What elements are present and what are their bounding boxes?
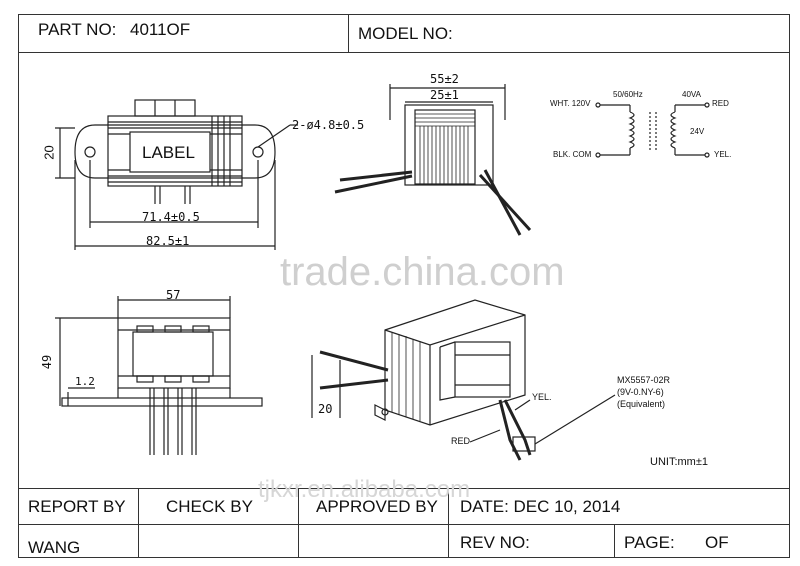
page-label: PAGE: xyxy=(624,533,675,552)
watermark-center: trade.china.com xyxy=(280,250,565,294)
schem-frequency: 50/60Hz xyxy=(613,90,643,99)
front-dim-height: 49 xyxy=(40,354,55,370)
secondary-coil xyxy=(670,111,677,149)
model-no-label: MODEL NO: xyxy=(358,24,453,43)
footer-col-3 xyxy=(448,488,449,558)
front-dim-width: 57 xyxy=(166,288,181,302)
date-label: DATE: DEC 10, 2014 xyxy=(460,497,621,516)
footer-col-4 xyxy=(614,524,615,558)
iso-view xyxy=(311,299,616,461)
iso-label-block xyxy=(454,341,511,398)
mount-hole-left xyxy=(84,146,96,158)
front-view xyxy=(55,296,263,455)
top-dim-inner: 71.4±0.5 xyxy=(142,210,200,224)
schem-primary-top: WHT. 120V xyxy=(550,99,591,108)
footer-col-2 xyxy=(298,488,299,558)
report-by-value: WANG xyxy=(28,538,81,557)
schem-secondary-top: RED xyxy=(712,99,729,108)
connector-line3: (Equivalent) xyxy=(617,399,666,409)
report-by-label: REPORT BY xyxy=(28,497,126,516)
iso-wire-yel: YEL. xyxy=(532,392,552,402)
footer-col-1 xyxy=(138,488,139,558)
iso-wire-red: RED xyxy=(451,436,471,446)
label-box xyxy=(129,131,211,173)
side-dim-outer: 55±2 xyxy=(430,72,459,86)
check-by-label: CHECK BY xyxy=(166,497,253,516)
page-of-label: OF xyxy=(705,533,729,552)
rev-no-label: REV NO: xyxy=(460,533,530,552)
hole-leader xyxy=(257,124,291,148)
schem-secondary-voltage: 24V xyxy=(690,127,705,136)
watermark-bottom: tjkxr.en.alibaba.com xyxy=(258,476,471,503)
footer-mid-line xyxy=(18,524,790,525)
schem-secondary-bottom: YEL. xyxy=(714,150,732,159)
side-view xyxy=(334,84,532,236)
part-no-label: PART NO: xyxy=(38,20,117,39)
mounting-plate xyxy=(74,124,276,179)
side-dim-inner: 25±1 xyxy=(430,88,459,102)
schem-power: 40VA xyxy=(682,90,701,99)
schem-primary-bottom: BLK. COM xyxy=(553,150,592,159)
top-view xyxy=(55,99,298,250)
primary-coil xyxy=(628,111,635,149)
connector-line1: MX5557-02R xyxy=(617,375,671,385)
side-body xyxy=(404,104,494,186)
pin-block-top xyxy=(134,99,196,117)
front-dim-flange: 1.2 xyxy=(75,375,95,388)
hole-spec: 2-ø4.8±0.5 xyxy=(292,118,365,132)
footer-top-line xyxy=(18,488,790,489)
header-divider xyxy=(18,52,790,53)
top-dim-outer: 82.5±1 xyxy=(146,234,190,248)
iso-dim-lead: 20 xyxy=(318,402,333,416)
top-dim-height: 20 xyxy=(41,145,57,160)
header-split xyxy=(348,14,349,52)
unit-note: UNIT:mm±1 xyxy=(650,456,708,468)
connector-line2: (9V-0.NY-6) xyxy=(617,387,664,397)
approved-by-label: APPROVED BY xyxy=(316,497,438,516)
schematic xyxy=(595,102,710,158)
mount-hole-right xyxy=(252,146,264,158)
label-text: LABEL xyxy=(142,143,195,162)
front-base-plate xyxy=(61,397,263,407)
drawing-frame xyxy=(18,14,790,558)
part-no-value: 4011OF xyxy=(130,20,191,39)
front-body xyxy=(117,317,231,389)
